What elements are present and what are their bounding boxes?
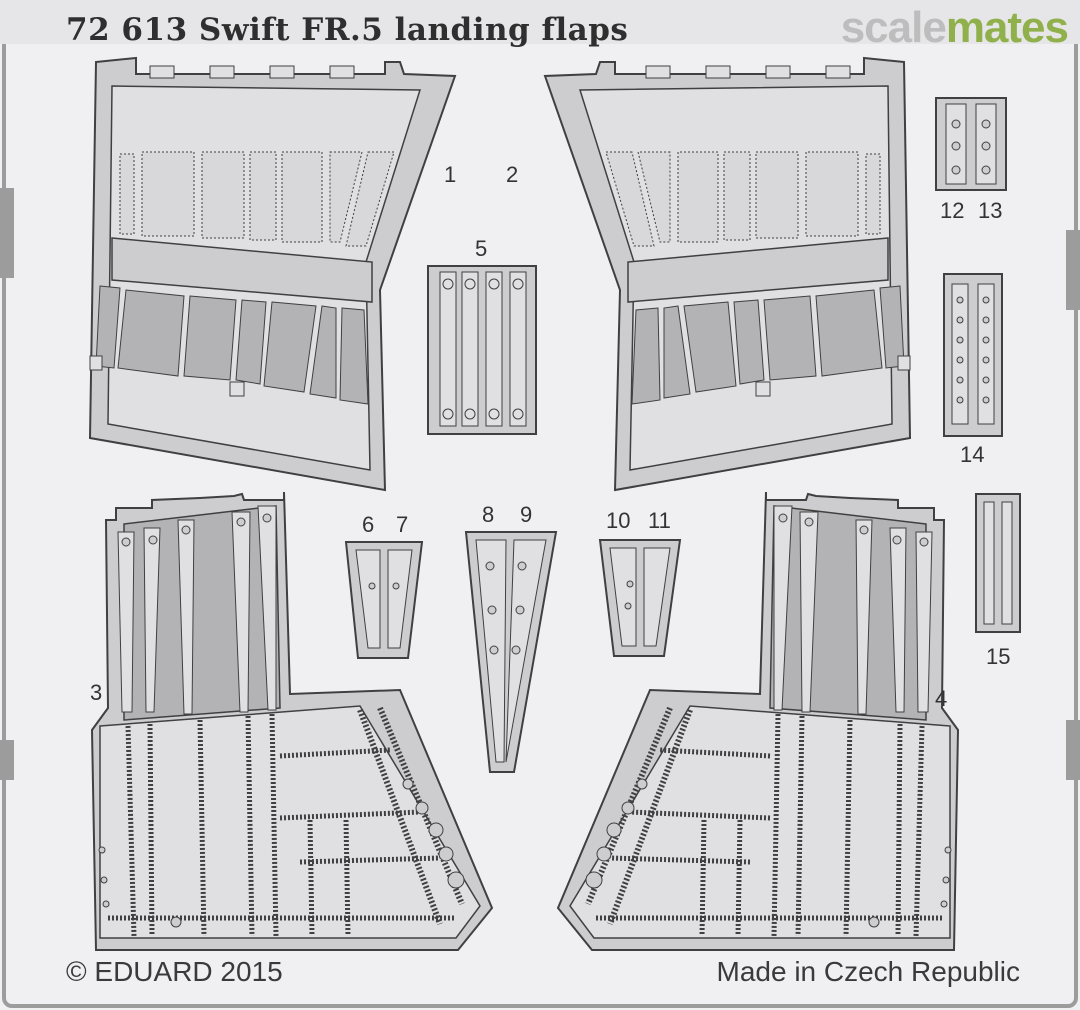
copyright-text: © EDUARD 2015: [66, 956, 283, 987]
part-number-6: 6: [362, 512, 375, 537]
part-number-10: 10: [606, 508, 631, 533]
part-number-14: 14: [960, 442, 985, 467]
watermark-part-1: scale: [840, 3, 947, 52]
watermark-part-2: mates: [945, 3, 1069, 52]
part-number-9: 9: [520, 502, 533, 527]
parts-8-9: [464, 531, 558, 773]
part-number-15: 15: [986, 644, 1011, 669]
part-number-8: 8: [482, 502, 495, 527]
part-number-1: 1: [444, 162, 457, 187]
part-15: [975, 493, 1021, 633]
part-number-5: 5: [475, 236, 488, 261]
part-5: [427, 265, 537, 435]
parts-10-11: [598, 539, 682, 657]
part-number-13: 13: [978, 198, 1003, 223]
part-number-11: 11: [648, 508, 671, 533]
sheet-title: 72 613 Swift FR.5 landing flaps: [66, 12, 629, 48]
parts-12-13: [935, 97, 1007, 191]
part-number-12: 12: [940, 198, 965, 223]
origin-text: Made in Czech Republic: [716, 956, 1021, 987]
part-number-2: 2: [506, 162, 519, 187]
scalemates-watermark: scalemates: [840, 3, 1069, 52]
part-14: [943, 273, 1003, 437]
part-number-4: 4: [935, 686, 948, 711]
parts-6-7: [344, 541, 424, 659]
part-number-7: 7: [396, 512, 409, 537]
part-number-3: 3: [90, 680, 103, 705]
